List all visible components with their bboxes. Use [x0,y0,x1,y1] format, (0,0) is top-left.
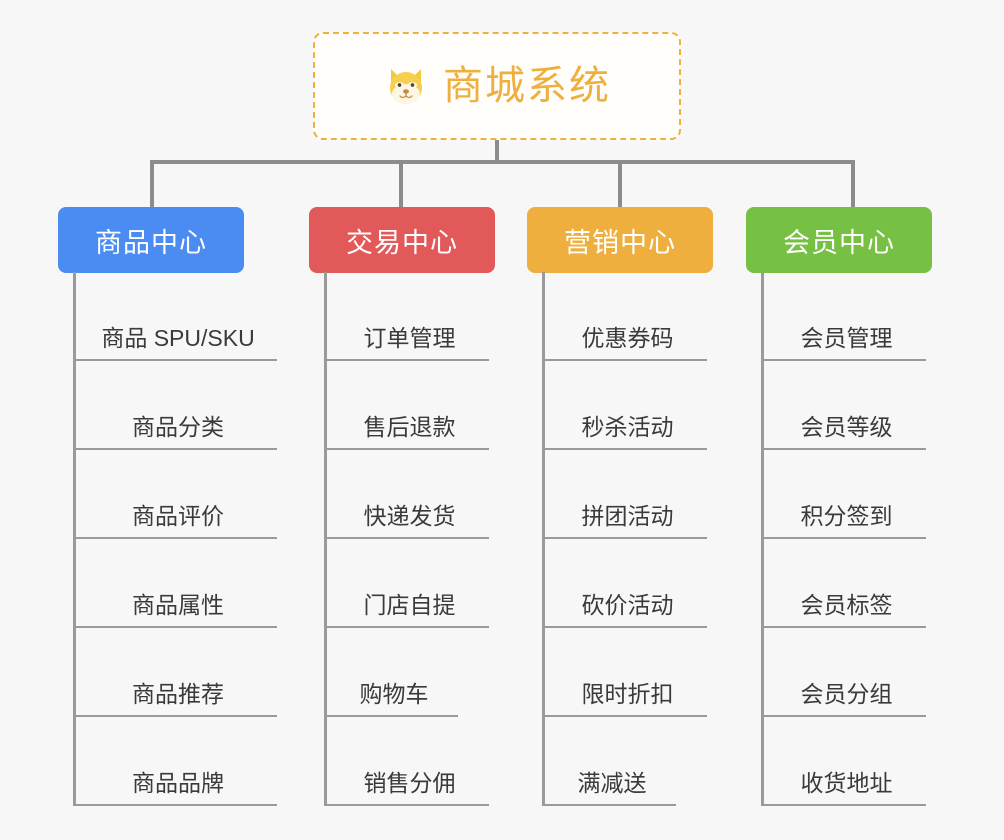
list-item[interactable]: 门店自提 [324,539,489,628]
list-item-label: 销售分佣 [363,770,456,797]
list-item-label: 限时折扣 [581,681,674,708]
list-item-label: 购物车 [359,681,429,708]
list-item[interactable]: 商品分类 [73,361,277,450]
list-item-label: 商品品牌 [132,770,224,797]
list-item-label: 订单管理 [363,325,456,352]
connector-drop-1 [150,160,154,208]
list-item-label: 门店自提 [363,592,456,619]
list-item[interactable]: 会员等级 [761,361,926,450]
list-item[interactable]: 限时折扣 [542,628,707,717]
root-node-shop-system[interactable]: 商城系统 [313,32,681,140]
column-header-product-center[interactable]: 商品中心 [58,207,244,273]
list-item-label: 会员分组 [800,681,893,708]
column-header-trade-center[interactable]: 交易中心 [309,207,495,273]
list-item-label: 会员管理 [800,325,893,352]
list-item-label: 秒杀活动 [581,414,674,441]
list-item[interactable]: 商品评价 [73,450,277,539]
list-item[interactable]: 购物车 [324,628,458,717]
column-header-label: 营销中心 [564,227,676,258]
list-item[interactable]: 积分签到 [761,450,926,539]
connector-drop-4 [851,160,855,208]
list-item[interactable]: 商品品牌 [73,717,277,806]
list-item-label: 会员等级 [800,414,893,441]
list-item-label: 满减送 [577,770,647,797]
list-item[interactable]: 销售分佣 [324,717,489,806]
list-item-label: 积分签到 [800,503,893,530]
list-item-label: 拼团活动 [581,503,674,530]
list-item[interactable]: 订单管理 [324,272,489,361]
list-item-label: 快递发货 [363,503,456,530]
list-item[interactable]: 会员分组 [761,628,926,717]
column-header-label: 交易中心 [346,227,458,258]
connector-drop-3 [618,160,622,208]
connector-root-stem [495,140,499,164]
list-item[interactable]: 商品推荐 [73,628,277,717]
column-header-label: 商品中心 [95,227,207,258]
list-item[interactable]: 商品 SPU/SKU [73,272,277,361]
list-item-label: 商品分类 [132,414,224,441]
column-header-marketing-center[interactable]: 营销中心 [527,207,713,273]
list-item[interactable]: 商品属性 [73,539,277,628]
column-rail [761,272,764,806]
list-item-label: 收货地址 [800,770,893,797]
column-header-member-center[interactable]: 会员中心 [746,207,932,273]
connector-drop-2 [399,160,403,208]
list-item[interactable]: 会员管理 [761,272,926,361]
list-item[interactable]: 会员标签 [761,539,926,628]
list-item-label: 优惠券码 [581,325,674,352]
list-item-label: 商品属性 [132,592,224,619]
column-rail [73,272,76,806]
list-item[interactable]: 收货地址 [761,717,926,806]
list-item[interactable]: 秒杀活动 [542,361,707,450]
list-item[interactable]: 售后退款 [324,361,489,450]
shiba-dog-face-icon [383,63,429,109]
list-item-label: 售后退款 [363,414,456,441]
list-item[interactable]: 优惠券码 [542,272,707,361]
column-rail [542,272,545,806]
list-item-label: 商品推荐 [132,681,224,708]
list-item[interactable]: 快递发货 [324,450,489,539]
connector-trunk [150,160,855,164]
list-item[interactable]: 砍价活动 [542,539,707,628]
column-rail [324,272,327,806]
list-item[interactable]: 满减送 [542,717,676,806]
root-title: 商城系统 [443,64,611,108]
list-item[interactable]: 拼团活动 [542,450,707,539]
list-item-label: 商品 SPU/SKU [101,325,255,352]
list-item-label: 会员标签 [800,592,893,619]
list-item-label: 商品评价 [132,503,224,530]
list-item-label: 砍价活动 [581,592,674,619]
column-header-label: 会员中心 [783,227,895,258]
